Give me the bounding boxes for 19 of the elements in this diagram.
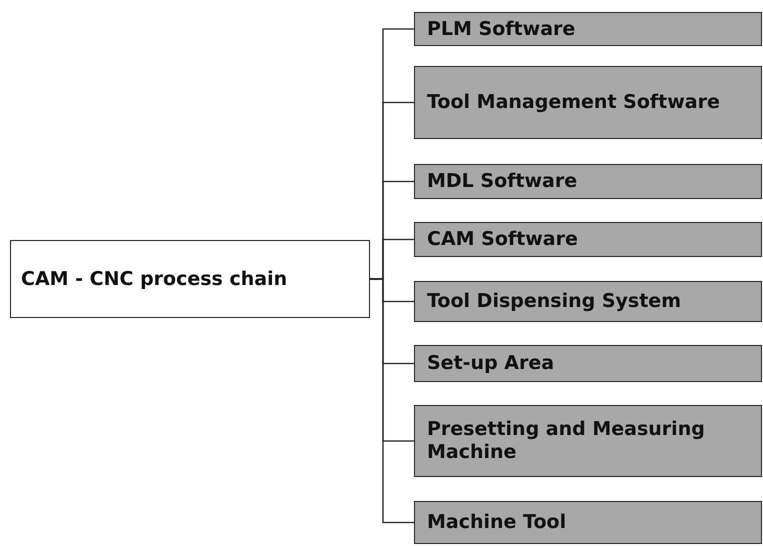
node-label: CAM - CNC process chain: [21, 268, 288, 290]
branch-box: [414, 66, 762, 139]
branch-box: [414, 281, 762, 322]
node-label: Tool Management Software: [427, 91, 720, 114]
node-label: Machine Tool: [427, 511, 566, 534]
node-label: Tool Dispensing System: [427, 290, 681, 313]
node-label: CAM Software: [427, 228, 578, 251]
node-label: MDL Software: [427, 170, 578, 193]
branch-box: [414, 501, 762, 544]
root-box: [10, 240, 370, 318]
branch-box: [414, 345, 762, 382]
connector-line: [370, 278, 414, 524]
node-label: Set-up Area: [427, 352, 554, 375]
node-label: PLM Software: [427, 18, 576, 40]
branch-box: [414, 164, 762, 199]
branch-box: [414, 12, 762, 46]
branch-box: [414, 222, 762, 257]
branch-box: [414, 405, 762, 477]
node-label: Presetting and Measuring Machine: [427, 418, 706, 464]
